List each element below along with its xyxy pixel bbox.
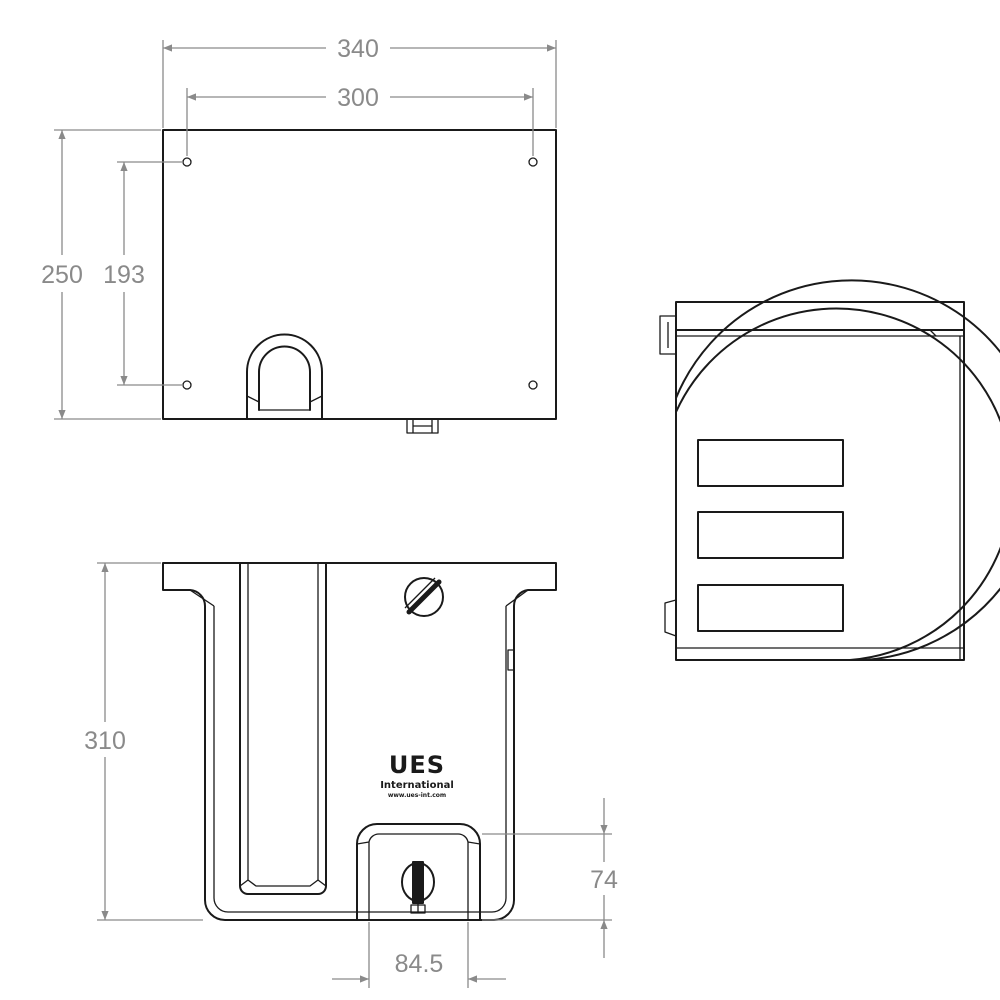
- side-view: [659, 279, 1000, 661]
- dimension-label-310: 310: [84, 727, 126, 755]
- side-view-outline: [675, 301, 965, 661]
- side-clip-top: [659, 315, 676, 355]
- front-view: UES International www.ues-int.com: [162, 562, 557, 921]
- brand-logo-subtitle: International: [380, 780, 454, 791]
- dimension-label-84-5: 84.5: [395, 950, 444, 978]
- dimension-label-193: 193: [103, 261, 145, 289]
- drain-screw-icon: [404, 577, 444, 617]
- front-view-outline: [162, 562, 557, 921]
- dimension-label-74: 74: [590, 866, 618, 894]
- dimension-label-340: 340: [337, 35, 379, 63]
- mounting-hole-top-right: [528, 157, 538, 167]
- side-clip: [507, 649, 515, 671]
- vent-slot: [697, 511, 844, 559]
- brand-logo-website: www.ues-int.com: [388, 792, 446, 799]
- vent-slot: [697, 439, 844, 487]
- bottom-tab: [406, 419, 439, 434]
- top-view-outline: [162, 129, 557, 420]
- vent-slot: [697, 584, 844, 632]
- dimension-label-250: 250: [41, 261, 83, 289]
- dimension-74: 74: [482, 798, 618, 958]
- cable-loop: [246, 333, 323, 420]
- dimension-84-5: 84.5: [332, 922, 506, 988]
- dimension-250: 250: [41, 129, 161, 420]
- brand-logo: UES International www.ues-int.com: [380, 751, 454, 799]
- dimension-340: 340: [162, 35, 557, 128]
- outlet-valve-icon: [401, 861, 435, 914]
- side-arc-inner: [675, 307, 1000, 661]
- brand-logo-text: UES: [389, 751, 445, 779]
- side-arc-outer: [675, 279, 1000, 661]
- outlet-housing: [356, 823, 481, 921]
- dimension-label-300: 300: [337, 84, 379, 112]
- mounting-hole-top-left: [182, 157, 192, 167]
- mounting-hole-bottom-right: [528, 380, 538, 390]
- side-clip-bottom: [664, 599, 677, 637]
- mounting-hole-bottom-left: [182, 380, 192, 390]
- dimension-300: 300: [186, 84, 534, 156]
- dimension-193: 193: [103, 161, 183, 386]
- top-view: [162, 129, 557, 434]
- cable-channel: [239, 562, 327, 895]
- dimension-310: 310: [84, 562, 203, 921]
